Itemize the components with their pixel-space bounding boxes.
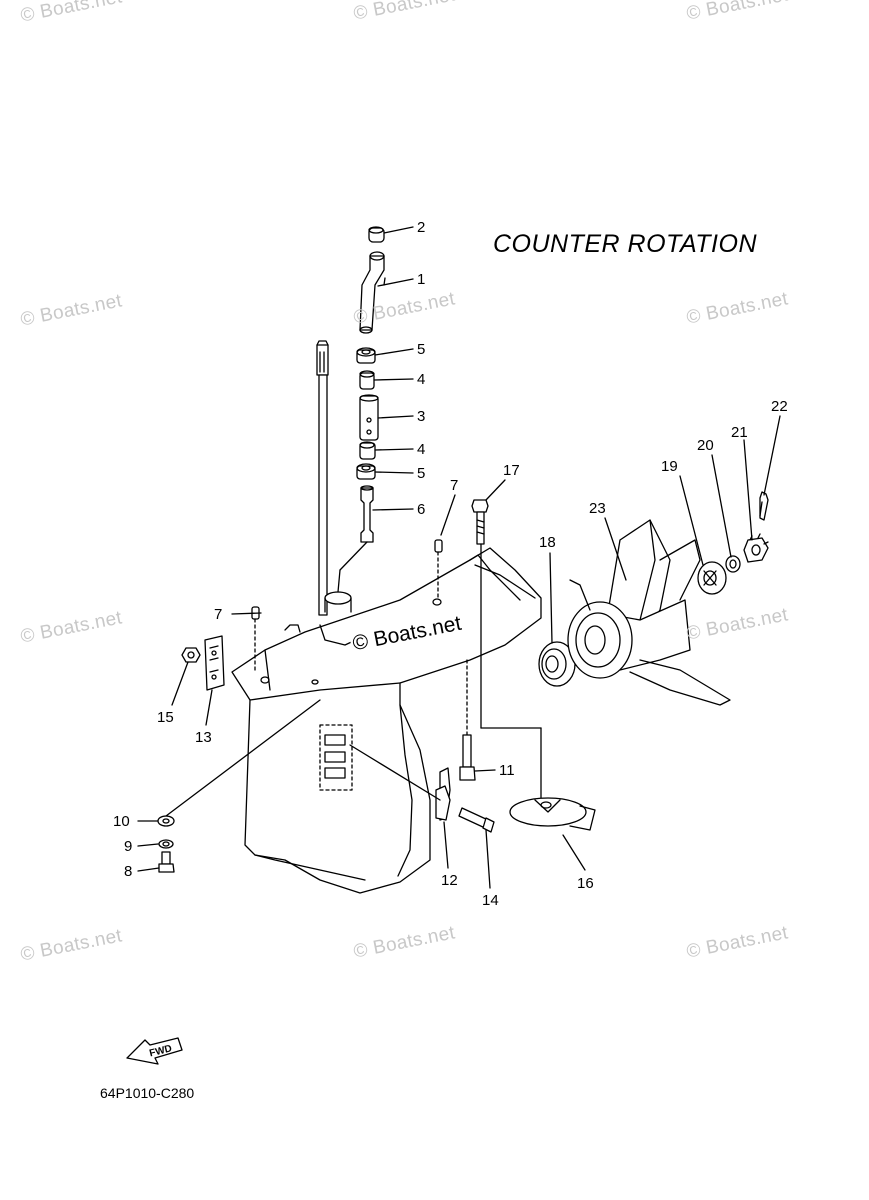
part-15-nut <box>181 647 201 663</box>
part-9-washer <box>158 839 174 849</box>
fwd-arrow-icon <box>126 1037 183 1065</box>
diagram-code: 64P1010-C280 <box>100 1085 195 1101</box>
callout-7-left: 7 <box>214 606 222 623</box>
callout-15: 15 <box>157 709 174 726</box>
part-21-castle-nut <box>743 533 769 563</box>
part-14-bolt <box>458 807 495 833</box>
callout-19: 19 <box>661 458 678 475</box>
callout-3: 3 <box>417 408 425 425</box>
callout-4-bottom: 4 <box>417 441 425 458</box>
part-11-bolt <box>459 659 476 781</box>
callout-12: 12 <box>441 872 458 889</box>
part-7-dowel-pin-right <box>434 539 443 599</box>
callout-4-top: 4 <box>417 371 425 388</box>
part-4-grommet-bottom <box>359 441 376 460</box>
leader-lines <box>137 226 781 889</box>
part-5-seal-top <box>356 347 376 364</box>
callout-16: 16 <box>577 875 594 892</box>
part-8-bolt <box>158 851 175 873</box>
callout-5-bottom: 5 <box>417 465 425 482</box>
part-22-cotter-pin <box>759 491 769 521</box>
callout-2: 2 <box>417 219 425 236</box>
part-20-washer <box>725 555 741 573</box>
callout-18: 18 <box>539 534 556 551</box>
part-5-seal-bottom <box>356 463 376 480</box>
part-1-water-tube <box>359 251 385 334</box>
callout-7-right: 7 <box>450 477 458 494</box>
callout-21: 21 <box>731 424 748 441</box>
callout-22: 22 <box>771 398 788 415</box>
callout-20: 20 <box>697 437 714 454</box>
part-2-grommet <box>368 226 385 243</box>
callout-labels: 2 1 5 4 3 4 5 6 7 17 7 15 13 10 9 8 11 1… <box>113 219 788 909</box>
part-4-grommet-top <box>359 370 375 390</box>
part-19-spacer <box>697 561 727 595</box>
part-10-washer <box>157 699 321 827</box>
callout-5-top: 5 <box>417 341 425 358</box>
callout-13: 13 <box>195 729 212 746</box>
callout-6: 6 <box>417 501 425 518</box>
callout-23: 23 <box>589 500 606 517</box>
part-12-anode <box>349 744 451 821</box>
lower-casing <box>231 547 542 894</box>
part-13-anode-bracket <box>204 635 225 691</box>
callout-17: 17 <box>503 462 520 479</box>
callout-1: 1 <box>417 271 425 288</box>
drive-shaft <box>316 340 329 616</box>
part-6-pipe <box>337 485 374 593</box>
part-23-propeller <box>567 519 731 706</box>
part-17-bolt <box>471 499 542 801</box>
diagram-title: COUNTER ROTATION <box>493 230 758 258</box>
callout-14: 14 <box>482 892 499 909</box>
callout-11: 11 <box>499 762 515 779</box>
callout-10: 10 <box>113 813 130 830</box>
fwd-label: FWD <box>148 1043 173 1059</box>
callout-8: 8 <box>124 863 132 880</box>
part-3-tube <box>359 394 379 441</box>
callout-9: 9 <box>124 838 132 855</box>
part-16-trim-tab <box>509 797 596 831</box>
